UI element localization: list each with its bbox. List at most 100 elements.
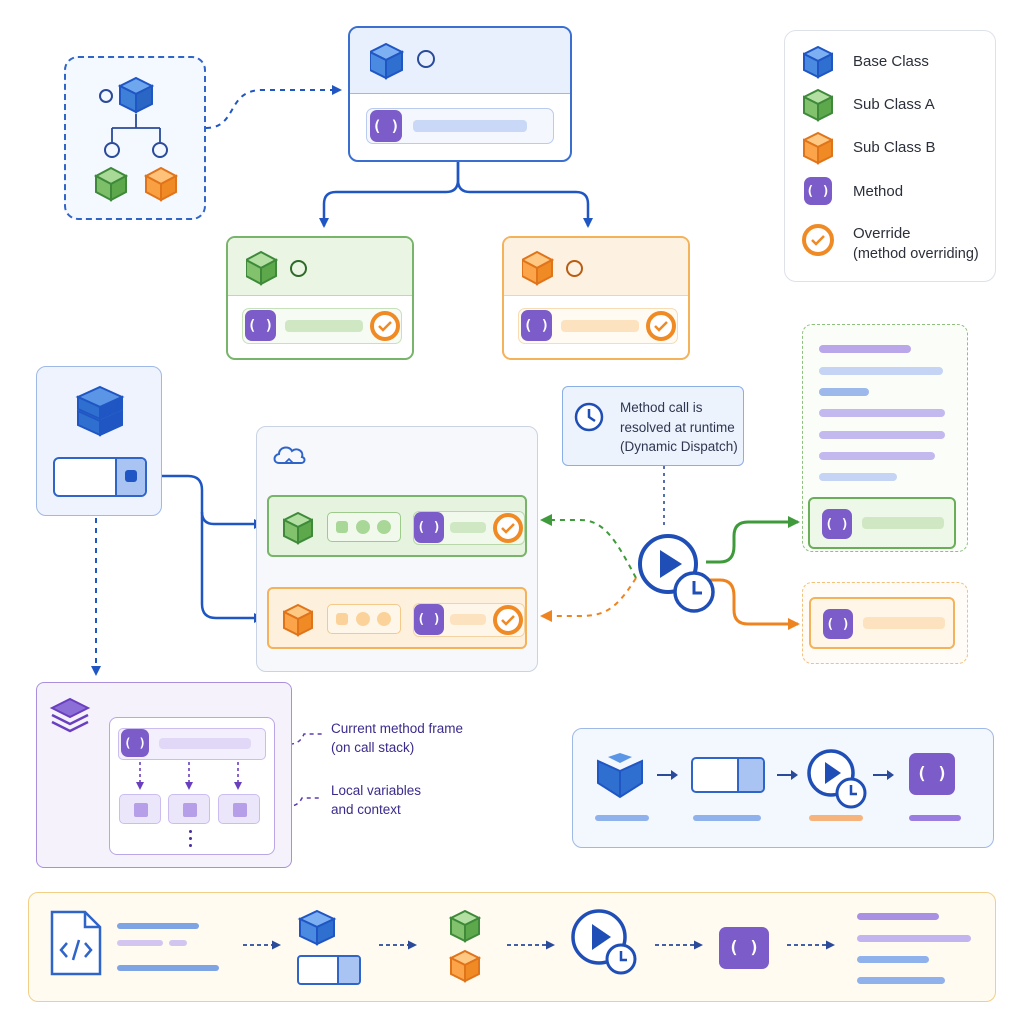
connector-dispatch-to-row-a: [540, 514, 637, 579]
base-method-row: ( ): [366, 108, 554, 144]
summary-arrow-icon: [657, 770, 678, 780]
output-line: [857, 956, 929, 963]
object-b-fields: [327, 604, 401, 634]
dynamic-dispatch-icon: [638, 534, 715, 613]
frame-note-line2: (on call stack): [331, 740, 415, 755]
output-a-line: [819, 452, 935, 460]
summary-underline: [909, 815, 961, 821]
object-b-override-icon: [493, 605, 523, 635]
output-a-method-row: ( ): [808, 497, 956, 549]
object-b-method-bar: [450, 614, 486, 625]
legend-sub-a-label: Sub Class A: [853, 96, 935, 113]
object-b-cube-icon: [283, 603, 313, 637]
object-a-method-bar: [450, 522, 486, 533]
sub-class-a-field-dot: [290, 260, 307, 277]
dispatch-summary-panel: ( ): [572, 728, 994, 848]
cloud-icon: [273, 446, 306, 464]
frame-method-icon: ( ): [121, 729, 149, 757]
object-a-method-icon: ( ): [414, 512, 444, 543]
connector-base-to-sub-a: [319, 162, 460, 228]
legend-override-sublabel: (method overriding): [853, 246, 979, 262]
frame-note-line1: Current method frame: [331, 721, 464, 736]
method-frame: ( ): [109, 717, 275, 855]
more-frames-ellipsis: [189, 830, 193, 852]
object-row-sub-a: ( ): [267, 495, 527, 557]
sub-class-b-header: [504, 238, 688, 296]
pipeline-subclass-cubes-icon: [448, 909, 482, 983]
base-method-bar: [413, 120, 527, 132]
sub-b-override-icon: [646, 311, 676, 341]
summary-cubes-icon: [597, 753, 643, 799]
output-line: [857, 977, 945, 984]
code-line: [117, 940, 163, 946]
sub-a-method-row: ( ): [242, 308, 402, 344]
dispatch-note-line1: Method call is: [620, 400, 703, 415]
summary-arrow-icon: [873, 770, 894, 780]
connector-ref-to-row-a: [147, 474, 264, 529]
local-variable-slot: [119, 794, 161, 824]
summary-underline: [809, 815, 863, 821]
code-line: [117, 923, 199, 929]
summary-reference-slot: [691, 757, 765, 793]
pipeline-arrow-icon: [655, 940, 703, 950]
connector-locals-note: [262, 797, 322, 807]
legend-sub-b-label: Sub Class B: [853, 139, 936, 156]
resolved-output-sub-a: ( ): [802, 324, 968, 552]
sub-class-b-cube-icon: [522, 250, 554, 286]
legend-override-icon: [802, 224, 834, 256]
output-line: [857, 935, 971, 942]
sub-class-b-field-dot: [566, 260, 583, 277]
clock-icon: [574, 402, 604, 432]
object-row-sub-b: ( ): [267, 587, 527, 649]
sub-a-method-bar: [285, 320, 363, 332]
call-stack-panel: ( ): [36, 682, 292, 868]
object-b-method-slot: ( ): [413, 603, 525, 637]
pipeline-dispatch-icon: [571, 909, 637, 975]
connector-base-to-sub-b: [456, 162, 593, 228]
pipeline-arrow-icon: [243, 940, 281, 950]
output-a-method-bar: [862, 517, 944, 529]
pipeline-arrow-icon: [379, 940, 417, 950]
reference-slot: [53, 457, 147, 497]
output-a-line: [819, 345, 911, 353]
output-a-method-icon: ( ): [822, 509, 852, 539]
base-class-field-dot: [417, 50, 435, 68]
summary-arrow-icon: [777, 770, 798, 780]
object-a-cube-icon: [283, 511, 313, 545]
local-variable-slot: [218, 794, 260, 824]
sub-b-method-bar: [561, 320, 639, 332]
mini-base-cube-icon: [117, 76, 155, 114]
output-a-line: [819, 409, 945, 417]
mini-sub-b-cube-icon: [143, 166, 179, 202]
locals-note-line2: and context: [331, 802, 401, 817]
mini-node-left: [104, 142, 120, 158]
sub-b-method-icon: ( ): [521, 310, 552, 341]
output-a-line: [819, 431, 945, 439]
base-class-card: ( ): [348, 26, 572, 162]
pipeline-cube-icon: [297, 909, 337, 946]
output-b-method-bar: [863, 617, 945, 629]
frame-method-bar: [159, 738, 251, 749]
pipeline-method-icon: ( ): [719, 927, 769, 969]
base-class-cube-icon: [370, 42, 404, 80]
sub-class-a-cube-icon: [246, 250, 278, 286]
dispatch-note-panel: Method call is resolved at runtime (Dyna…: [562, 386, 744, 466]
object-a-fields: [327, 512, 401, 542]
mini-hierarchy-panel: [64, 56, 206, 220]
dispatch-note-line3: (Dynamic Dispatch): [620, 439, 738, 454]
output-a-line: [819, 367, 943, 375]
reference-pointer-cell: [115, 459, 145, 495]
legend-base-label: Base Class: [853, 53, 929, 70]
output-b-method-icon: ( ): [823, 609, 853, 639]
code-line: [169, 940, 187, 946]
summary-underline: [693, 815, 761, 821]
output-a-line: [819, 473, 897, 481]
base-class-header: [350, 28, 570, 94]
mini-field-dot: [99, 89, 113, 103]
pipeline-arrow-icon: [507, 940, 555, 950]
mini-node-right: [152, 142, 168, 158]
connector-dispatch-to-out-b: [706, 578, 800, 630]
legend-override-label: Override: [853, 225, 911, 242]
sub-class-a-header: [228, 238, 412, 296]
object-b-method-icon: ( ): [414, 604, 444, 635]
